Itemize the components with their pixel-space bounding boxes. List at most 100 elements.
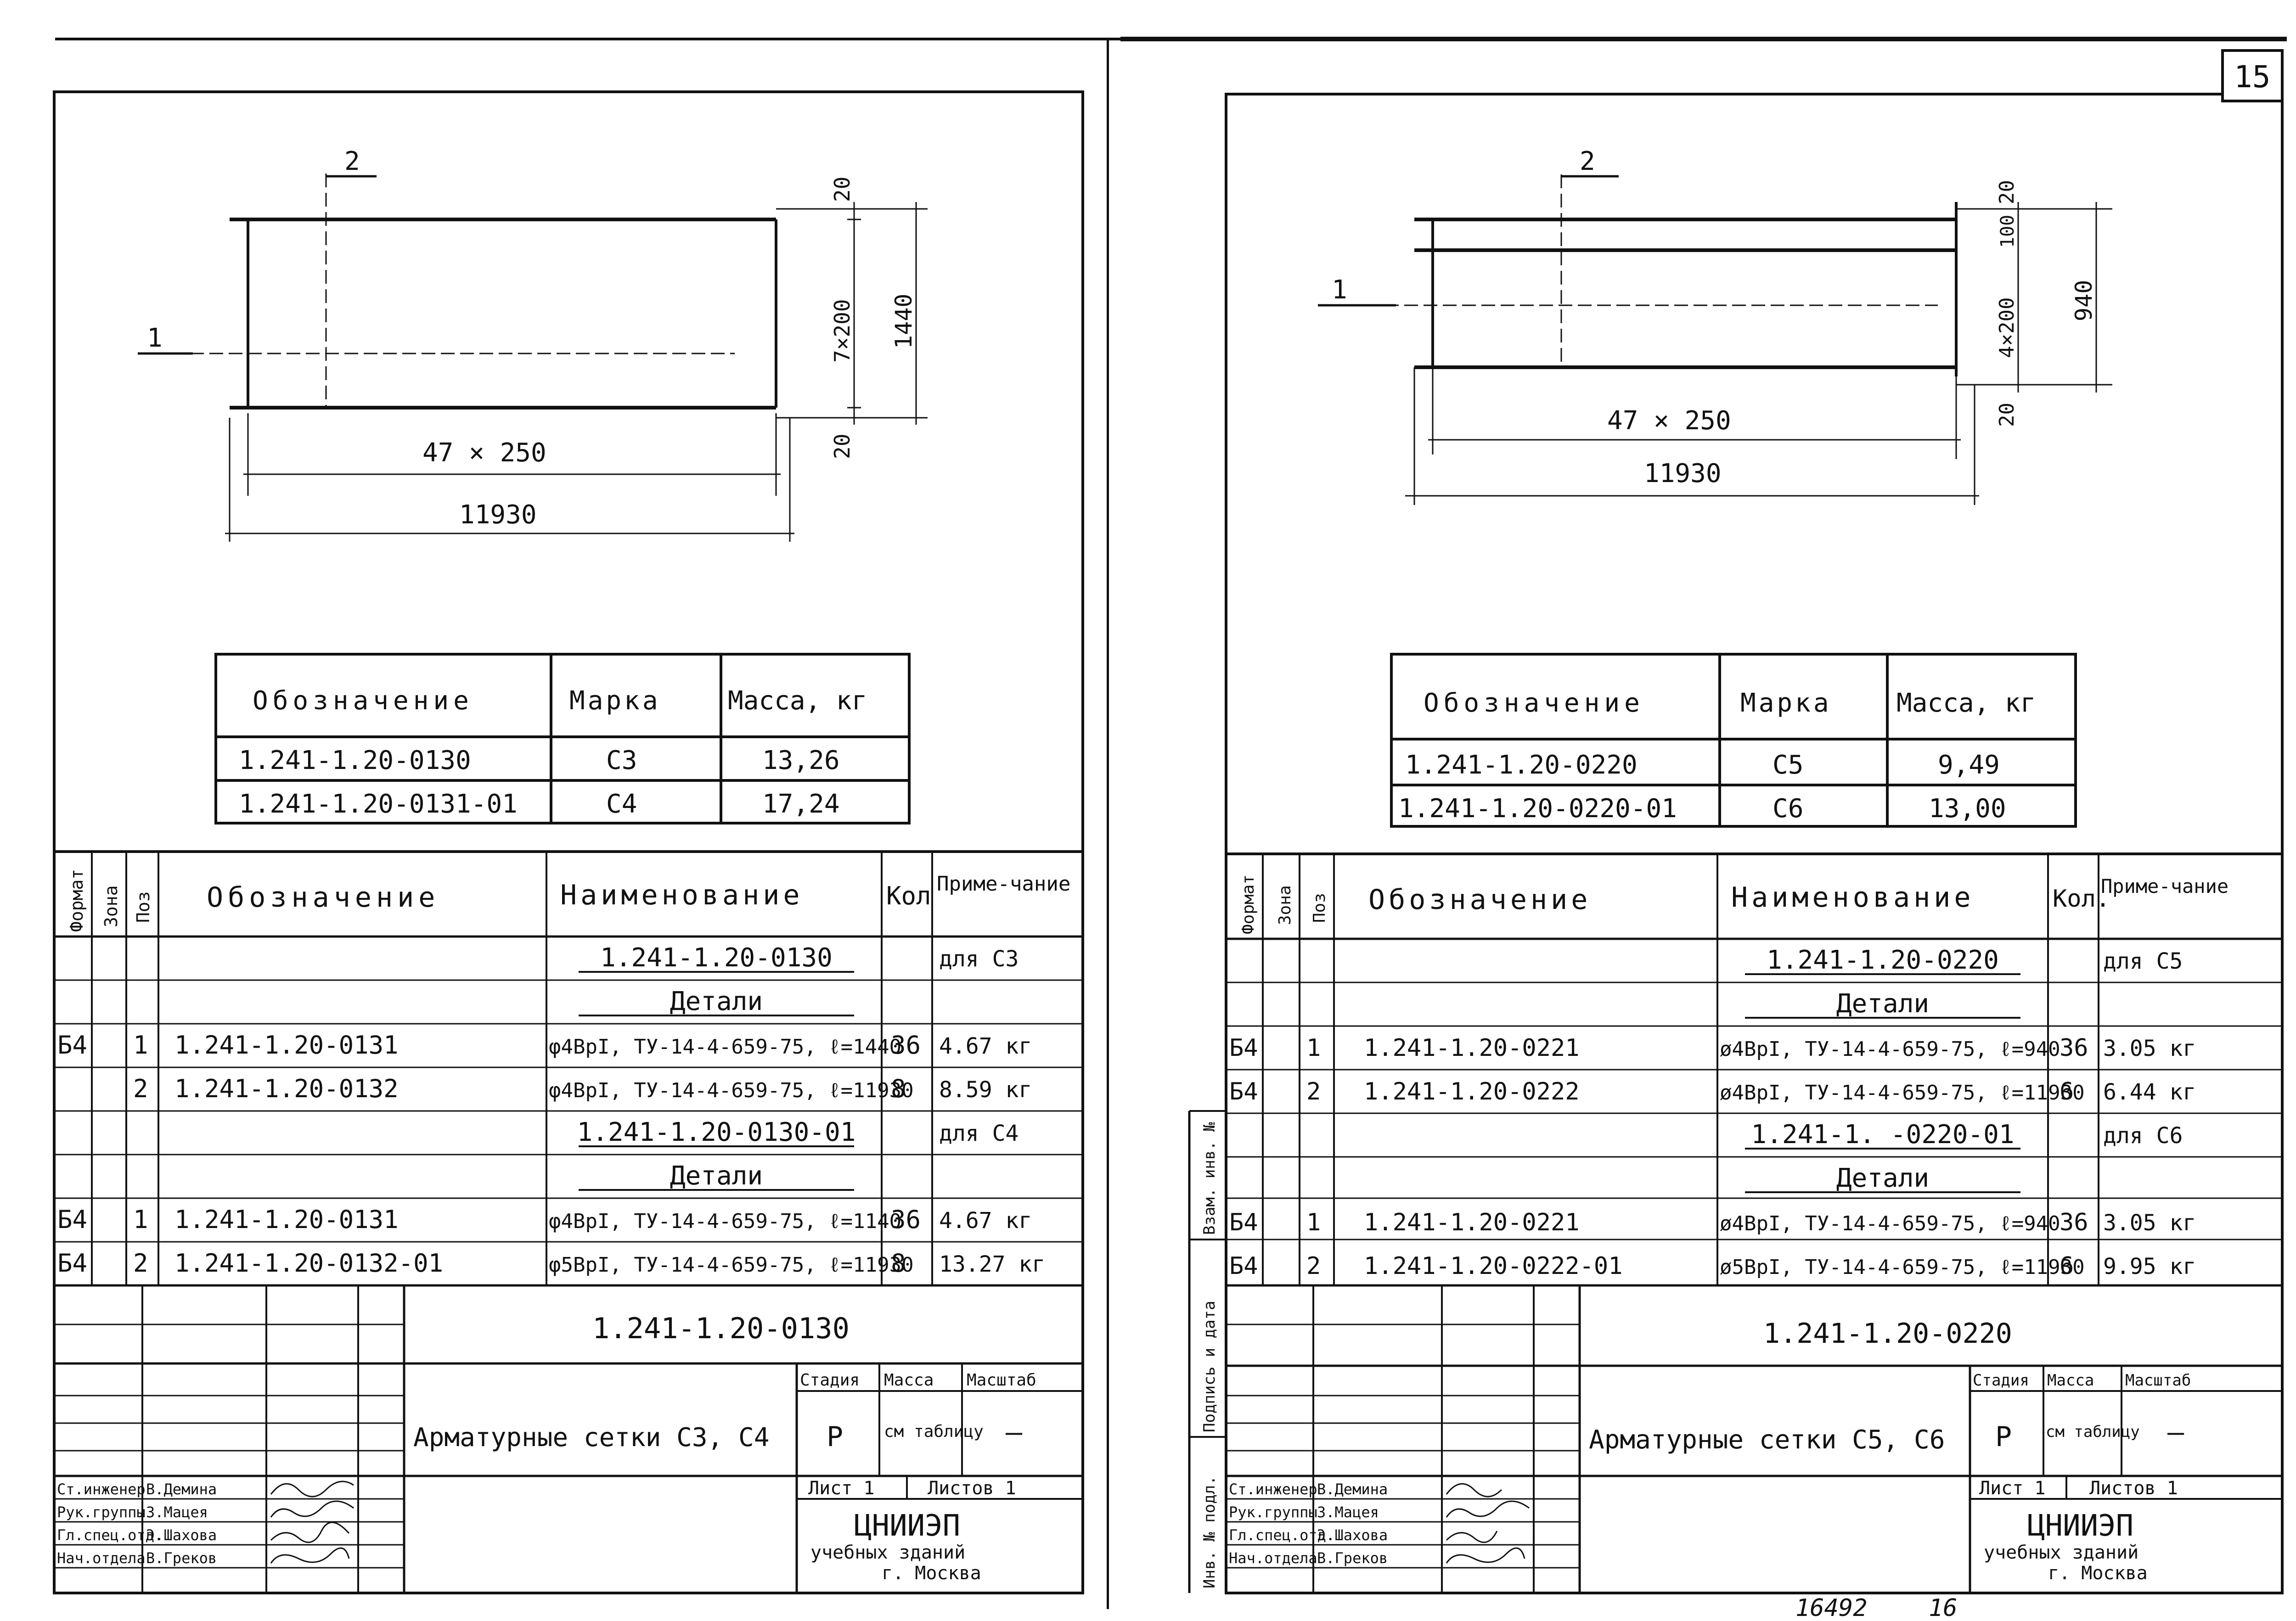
dim-span: 47 × 250 (1607, 406, 1731, 436)
right-spec-table (1226, 853, 2282, 1287)
person-role: Рук.группы (57, 1503, 146, 1521)
title-name: Арматурные сетки С3, С4 (413, 1423, 769, 1453)
stage-value: Р (827, 1421, 843, 1453)
sheet-label: Лист 1 (808, 1478, 875, 1499)
mark-row-mass: 9,49 (1938, 750, 2000, 780)
spec-header-designation: Обозначение (207, 881, 439, 914)
person-name: Э.Шахова (1317, 1526, 1388, 1544)
spec-note: 6.44 кг (2103, 1079, 2196, 1105)
sheet-label: Лист 1 (1979, 1478, 2046, 1499)
spec-header-name: Наименование (560, 879, 803, 911)
spec-fmt: Б4 (1229, 1209, 1258, 1236)
mass-label: Масса (2047, 1371, 2094, 1390)
sheets-label: Листов 1 (2089, 1478, 2178, 1499)
archive-number: 16492 (1795, 1594, 1868, 1621)
scale-label: Масштаб (2125, 1371, 2191, 1390)
dim-bot: 20 (1995, 403, 2019, 427)
spec-designation: 1.241-1.20-0222-01 (1364, 1252, 1623, 1280)
person-name: В.Греков (146, 1549, 217, 1567)
spec-fmt: Б4 (1229, 1034, 1258, 1062)
spec-header-qty: Кол (886, 881, 931, 910)
spec-note: 3.05 кг (2103, 1036, 2196, 1061)
spec-name: φ4ВрI, ТУ-14-4-659-75, ℓ=1140 (549, 1210, 901, 1233)
spec-pos: 1 (1306, 1034, 1321, 1062)
left-title-block (54, 1285, 1083, 1593)
side-stamp-sign: Подпись и дата (1200, 1301, 1219, 1432)
right-mesh-drawing (1318, 174, 2112, 505)
left-spec-table (54, 850, 1083, 1287)
sheet-divider (1107, 39, 1109, 1609)
mark-row-designation: 1.241-1.20-0131-01 (239, 789, 518, 819)
left-dimension-labels: 1 2 47 × 250 11930 20 7×200 20 1440 (147, 146, 917, 530)
spec-name: 1.241-1.20-0130 (600, 943, 833, 973)
spec-designation: 1.241-1.20-0221 (1364, 1034, 1580, 1062)
spec-header-name: Наименование (1731, 881, 1974, 914)
spec-header-format: Формат (1239, 875, 1258, 934)
person-role: Нач.отдела (1229, 1549, 1317, 1567)
spec-name: ø4ВрI, ТУ-14-4-659-75, ℓ=11930 (1720, 1081, 2085, 1105)
spec-fmt: Б4 (57, 1249, 87, 1278)
spec-qty: 36 (2060, 1209, 2088, 1236)
spec-note: для С3 (939, 946, 1019, 972)
spec-pos: 2 (133, 1249, 148, 1278)
spec-name: Детали (1836, 989, 1929, 1019)
spec-pos: 2 (133, 1074, 148, 1103)
person-name: З.Мацея (146, 1503, 208, 1521)
mark-table-header-mark: Марка (1740, 688, 1832, 718)
spec-note: 8.59 кг (939, 1077, 1032, 1103)
person-name: В.Греков (1317, 1549, 1388, 1567)
mark-table-header-mass: Масса, кг (728, 686, 867, 716)
spec-note: 3.05 кг (2103, 1210, 2196, 1236)
spec-fmt: Б4 (57, 1205, 87, 1234)
right-frame (1225, 93, 2284, 1594)
spec-note: 4.67 кг (939, 1033, 1032, 1059)
dim-span: 47 × 250 (422, 438, 546, 468)
spec-header-format: Формат (67, 869, 87, 932)
mark-row-designation: 1.241-1.20-0220 (1405, 750, 1638, 780)
left-drawing-sheet: 1 2 47 × 250 11930 20 7×200 20 1440 Обоз… (53, 38, 1120, 1594)
spec-pos: 2 (1306, 1078, 1321, 1105)
spec-designation: 1.241-1.20-0131 (174, 1031, 399, 1060)
spec-qty: 36 (891, 1031, 921, 1060)
spec-pos: 1 (1306, 1209, 1321, 1236)
spec-header-note: Приме-чание (937, 872, 1070, 896)
stage-label: Стадия (800, 1371, 860, 1390)
spec-note: 9.95 кг (2103, 1254, 2196, 1279)
spec-designation: 1.241-1.20-0132 (174, 1074, 399, 1103)
mark-row-mass: 13,26 (762, 746, 840, 775)
person-role: Ст.инженер (57, 1481, 146, 1498)
dim-mid: 7×200 (830, 299, 855, 363)
spec-designation: 1.241-1.20-0222 (1364, 1078, 1580, 1105)
spec-header-pos: Поз (133, 891, 153, 923)
spec-qty: 6 (2060, 1252, 2074, 1280)
dim-top: 20 (1995, 180, 2019, 204)
spec-name: φ4ВрI, ТУ-14-4-659-75, ℓ=1440 (549, 1035, 901, 1059)
spec-designation: 1.241-1.20-0221 (1364, 1209, 1580, 1236)
title-code: 1.241-1.20-0130 (592, 1312, 850, 1345)
org-sub: учебных зданий (810, 1542, 965, 1563)
mass-label: Масса (884, 1371, 934, 1390)
page-number-box (2221, 49, 2284, 102)
spec-qty: 8 (891, 1074, 906, 1103)
spec-header-zone: Зона (1276, 885, 1294, 925)
spec-name: ø5ВрI, ТУ-14-4-659-75, ℓ=11930 (1720, 1256, 2085, 1279)
dim-bot: 20 (830, 434, 855, 459)
spec-qty: 36 (891, 1205, 921, 1234)
spec-fmt: Б4 (57, 1031, 87, 1060)
org-name: ЦНИИЭП (854, 1509, 960, 1543)
spec-pos: 2 (1306, 1252, 1321, 1280)
spec-header-note: Приме-чание (2101, 875, 2228, 897)
archive-page: 16 (1929, 1594, 1958, 1621)
signature-scribbles (270, 1481, 354, 1564)
spec-name: ø4ВрI, ТУ-14-4-659-75, ℓ=940 (1720, 1212, 2060, 1235)
mark-row-mass: 13,00 (1929, 794, 2006, 824)
pos-1-label: 1 (147, 323, 163, 353)
right-drawing-sheet: 15 1 2 47 × 250 11930 20 100 4×200 20 94… (1120, 37, 2287, 1621)
spec-pos: 1 (133, 1031, 148, 1060)
spec-designation: 1.241-1.20-0132-01 (174, 1249, 443, 1278)
dim-100: 100 (1997, 215, 2018, 248)
mark-row-designation: 1.241-1.20-0130 (239, 746, 471, 775)
mark-row-mark: С4 (606, 789, 637, 819)
mass-value: см таблицу (2046, 1423, 2140, 1441)
dim-length: 11930 (1644, 459, 1722, 488)
